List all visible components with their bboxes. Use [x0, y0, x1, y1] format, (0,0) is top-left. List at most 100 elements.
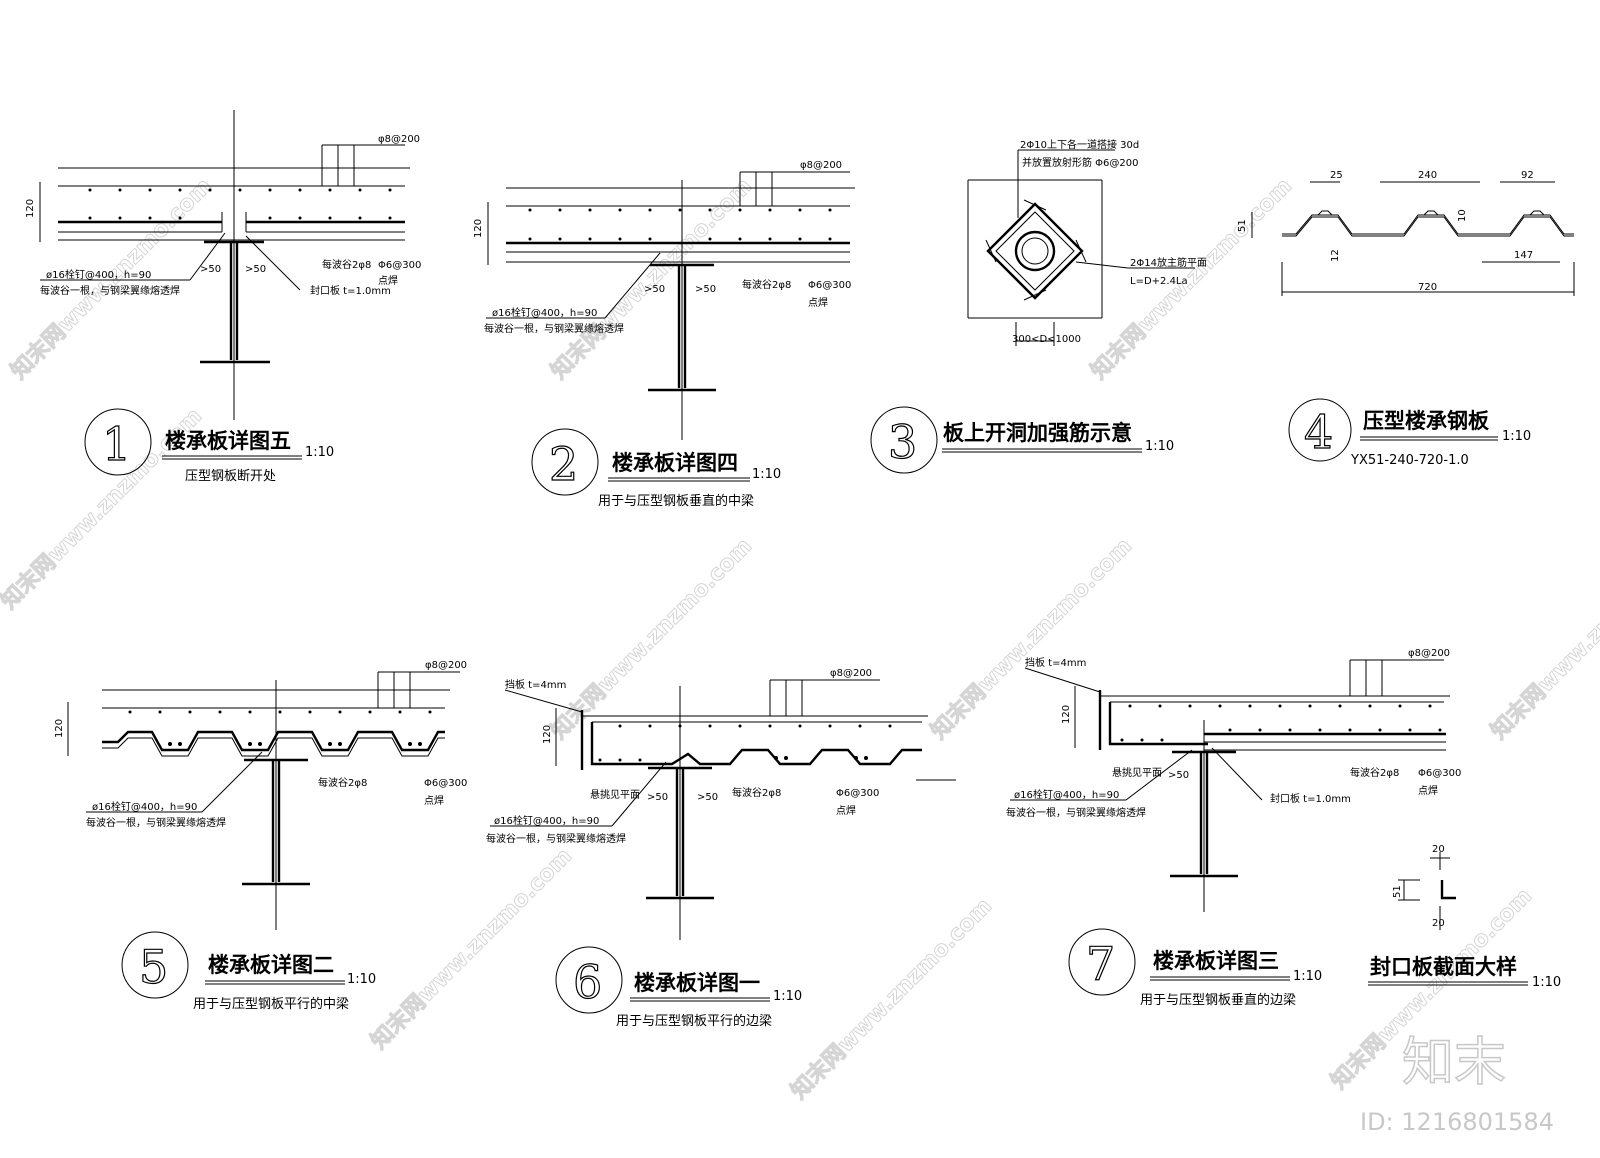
- weld-label: 点焊: [1418, 785, 1438, 797]
- dimension-label: 51: [1237, 219, 1248, 232]
- detail-title: 楼承板详图四: [612, 451, 738, 475]
- detail-number: 1: [102, 417, 131, 471]
- rebar-top-label: φ8@200: [1408, 648, 1450, 659]
- gap-label: >50: [1168, 770, 1189, 781]
- stud-note: 每波谷一根，与钢梁翼缘熔透焊: [486, 832, 626, 845]
- rebar-note: 并放置放射形筋 Φ6@200: [1022, 156, 1139, 169]
- valley-rebar-label: 每波谷2φ8: [742, 278, 791, 291]
- watermark-text: 知末网www.znzmo.com: [546, 533, 757, 744]
- dimension-label: 51: [1392, 885, 1403, 898]
- dimension-label: 12: [1330, 249, 1341, 262]
- rebar-top-label: φ8@200: [800, 160, 842, 171]
- detail-subtitle: 用于与压型钢板平行的边梁: [616, 1013, 772, 1029]
- watermark-text: 知末网www.znzmo.com: [366, 843, 577, 1054]
- detail-title: 封口板截面大样: [1370, 955, 1517, 979]
- weld-label: 点焊: [424, 795, 444, 807]
- detail-subtitle: 用于与压型钢板平行的中梁: [193, 996, 349, 1012]
- stud-note: 每波谷一根，与钢梁翼缘熔透焊: [40, 284, 180, 297]
- watermark-text: 知末网www.znzmo.com: [786, 893, 997, 1104]
- stirrup-label: Φ6@300: [378, 260, 421, 271]
- thickness-label: 120: [54, 719, 65, 738]
- detail-number: 3: [888, 415, 917, 469]
- detail-subtitle: 用于与压型钢板垂直的中梁: [598, 493, 754, 509]
- rebar-note: 2Φ14放主筋平面: [1130, 256, 1207, 269]
- detail-1: φ8@200 120 ø16栓钉@400，h=90 每波谷一根，与钢梁翼缘熔透焊…: [25, 110, 421, 484]
- gap-label: >50: [647, 792, 668, 803]
- valley-rebar-label: 每波谷2φ8: [732, 786, 781, 799]
- watermark-text: 知末网www.znzmo.com: [926, 533, 1137, 744]
- stud-label: ø16栓钉@400，h=90: [1014, 788, 1119, 801]
- stud-label: ø16栓钉@400，h=90: [46, 268, 151, 281]
- detail-3: 2Φ10上下各一道搭接 30d 并放置放射形筋 Φ6@200 2Φ14放主筋平面…: [870, 138, 1207, 474]
- closure-plate-label: 封口板 t=1.0mm: [1270, 792, 1351, 805]
- detail-scale: 1:10: [305, 445, 334, 460]
- rebar-note: 2Φ10上下各一道搭接 30d: [1020, 138, 1139, 151]
- dimension-label: 20: [1432, 918, 1445, 929]
- detail-number: 5: [139, 940, 168, 994]
- detail-6: φ8@200 挡板 t=4mm 120 悬挑见平面 >50 >50 ø16栓钉@…: [486, 668, 956, 1029]
- detail-scale: 1:10: [773, 989, 802, 1004]
- stud-label: ø16栓钉@400，h=90: [494, 814, 599, 827]
- detail-scale: 1:10: [1502, 429, 1531, 444]
- gap-label: >50: [200, 264, 221, 275]
- gap-label: >50: [245, 264, 266, 275]
- stud-note: 每波谷一根，与钢梁翼缘熔透焊: [484, 322, 624, 335]
- detail-2: φ8@200 120 ø16栓钉@400，h=90 每波谷一根，与钢梁翼缘熔透焊…: [473, 160, 855, 509]
- rebar-note: L=D+2.4La: [1130, 276, 1188, 287]
- brand-watermark: 知末 ID: 1216801584: [1360, 1032, 1554, 1136]
- closure-plate-section: 20 51 20 封口板截面大样 1:10: [1368, 844, 1561, 990]
- detail-number-circle: [84, 408, 152, 476]
- detail-number: 7: [1086, 937, 1115, 991]
- thickness-label: 120: [542, 725, 553, 744]
- detail-5: φ8@200 120 ø16栓钉@400，h=90 每波谷一根，与钢梁翼缘熔透焊…: [54, 660, 467, 1012]
- stud-label: ø16栓钉@400，h=90: [492, 306, 597, 319]
- dimension-label: 92: [1521, 170, 1534, 181]
- detail-scale: 1:10: [752, 467, 781, 482]
- thickness-label: 120: [25, 199, 36, 218]
- stirrup-label: Φ6@300: [836, 788, 879, 799]
- dimension-label: 20: [1432, 844, 1445, 855]
- detail-scale: 1:10: [347, 972, 376, 987]
- detail-7: φ8@200 挡板 t=4mm 120 悬挑见平面 >50 ø16栓钉@400，…: [1006, 648, 1461, 1008]
- detail-number-circle: [121, 931, 189, 999]
- detail-subtitle: YX51-240-720-1.0: [1350, 453, 1469, 468]
- valley-rebar-label: 每波谷2φ8: [318, 776, 367, 789]
- baffle-label: 挡板 t=4mm: [505, 678, 566, 691]
- detail-title: 板上开洞加强筋示意: [943, 421, 1132, 445]
- detail-title: 楼承板详图二: [208, 953, 334, 977]
- detail-number: 2: [549, 437, 578, 491]
- detail-scale: 1:10: [1145, 439, 1174, 454]
- detail-title: 楼承板详图三: [1153, 949, 1279, 973]
- weld-label: 点焊: [808, 297, 828, 309]
- dimension-label: 25: [1330, 170, 1343, 181]
- dimension-label: 240: [1418, 170, 1437, 181]
- watermark-text: 知末网www.znzmo.com: [1486, 533, 1600, 744]
- detail-number-circle: [1288, 398, 1352, 462]
- closure-plate-label: 封口板 t=1.0mm: [310, 284, 391, 297]
- valley-rebar-label: 每波谷2φ8: [1350, 766, 1399, 779]
- weld-label: 点焊: [378, 275, 398, 287]
- detail-number: 6: [573, 955, 602, 1009]
- weld-label: 点焊: [836, 805, 856, 817]
- gap-label: >50: [644, 284, 665, 295]
- cantilever-label: 悬挑见平面: [590, 788, 640, 801]
- detail-4: 25 240 92 51 10 12 147 720 4 压型楼承钢板 1:10…: [1237, 170, 1575, 468]
- stud-note: 每波谷一根，与钢梁翼缘熔透焊: [86, 816, 226, 829]
- detail-title: 压型楼承钢板: [1363, 409, 1490, 433]
- rebar-top-label: φ8@200: [378, 134, 420, 145]
- dimension-label: 147: [1514, 250, 1533, 261]
- rebar-top-label: φ8@200: [830, 668, 872, 679]
- gap-label: >50: [695, 284, 716, 295]
- watermark-text: 知末网www.znzmo.com: [1086, 173, 1297, 384]
- detail-scale: 1:10: [1293, 969, 1322, 984]
- detail-title: 楼承板详图五: [165, 429, 291, 453]
- rebar-top-label: φ8@200: [425, 660, 467, 671]
- detail-subtitle: 压型钢板断开处: [185, 469, 276, 484]
- detail-number-circle: [1068, 928, 1136, 996]
- detail-scale: 1:10: [1532, 975, 1561, 990]
- detail-number-circle: [870, 406, 938, 474]
- detail-number-circle: [531, 428, 599, 496]
- image-id: ID: 1216801584: [1360, 1108, 1554, 1136]
- detail-number-circle: [555, 946, 623, 1014]
